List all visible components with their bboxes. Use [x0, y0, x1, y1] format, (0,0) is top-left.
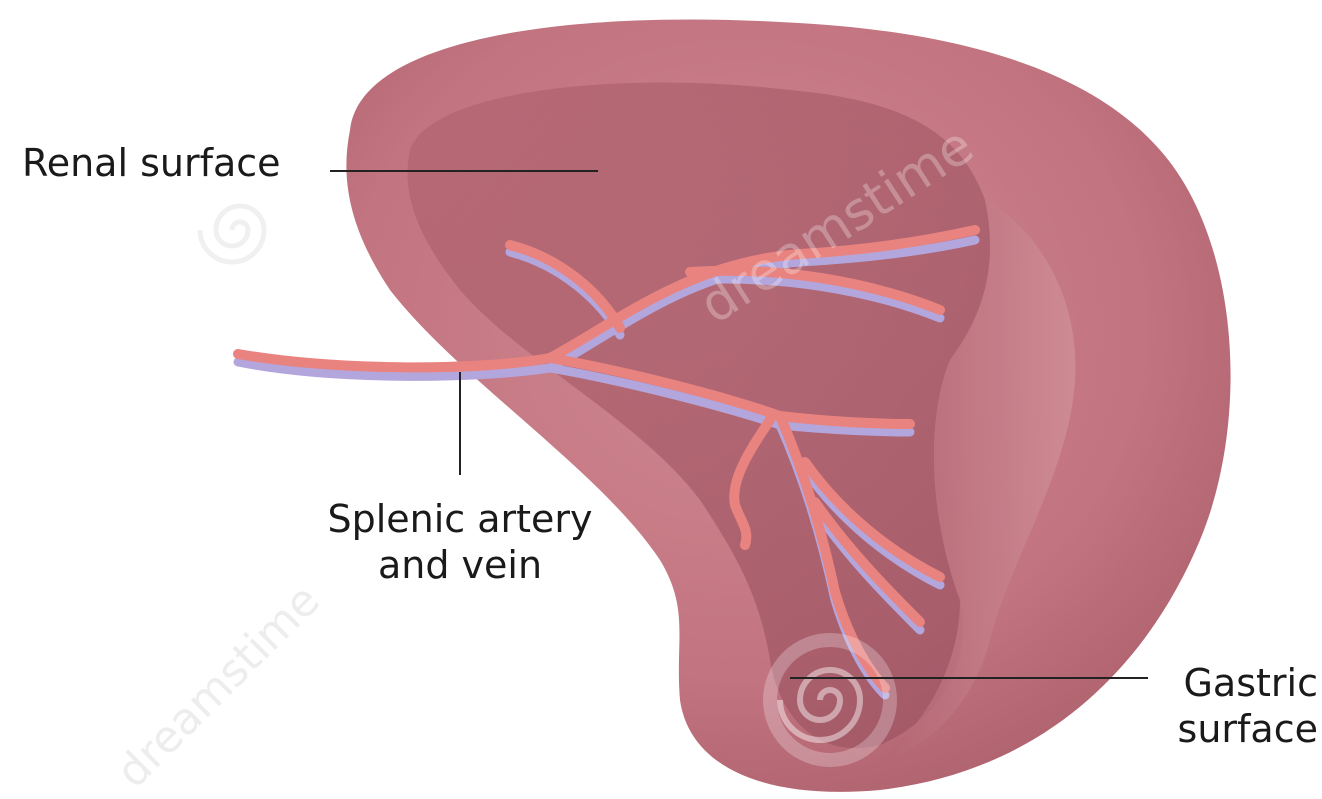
watermark-spiral-icon-left [200, 206, 264, 262]
gastric-label-line2: surface [1140, 706, 1318, 752]
watermark-text-lower-left: dreamstime [107, 575, 330, 798]
splenic-artery-vein-label: Splenic artery and vein [270, 496, 650, 588]
splenic-label-line1: Splenic artery [270, 496, 650, 542]
renal-surface-label: Renal surface [22, 140, 281, 186]
gastric-surface-label: Gastric surface [1140, 660, 1318, 752]
gastric-label-line1: Gastric [1140, 660, 1318, 706]
splenic-label-line2: and vein [270, 542, 650, 588]
spleen-organ [346, 19, 1230, 791]
